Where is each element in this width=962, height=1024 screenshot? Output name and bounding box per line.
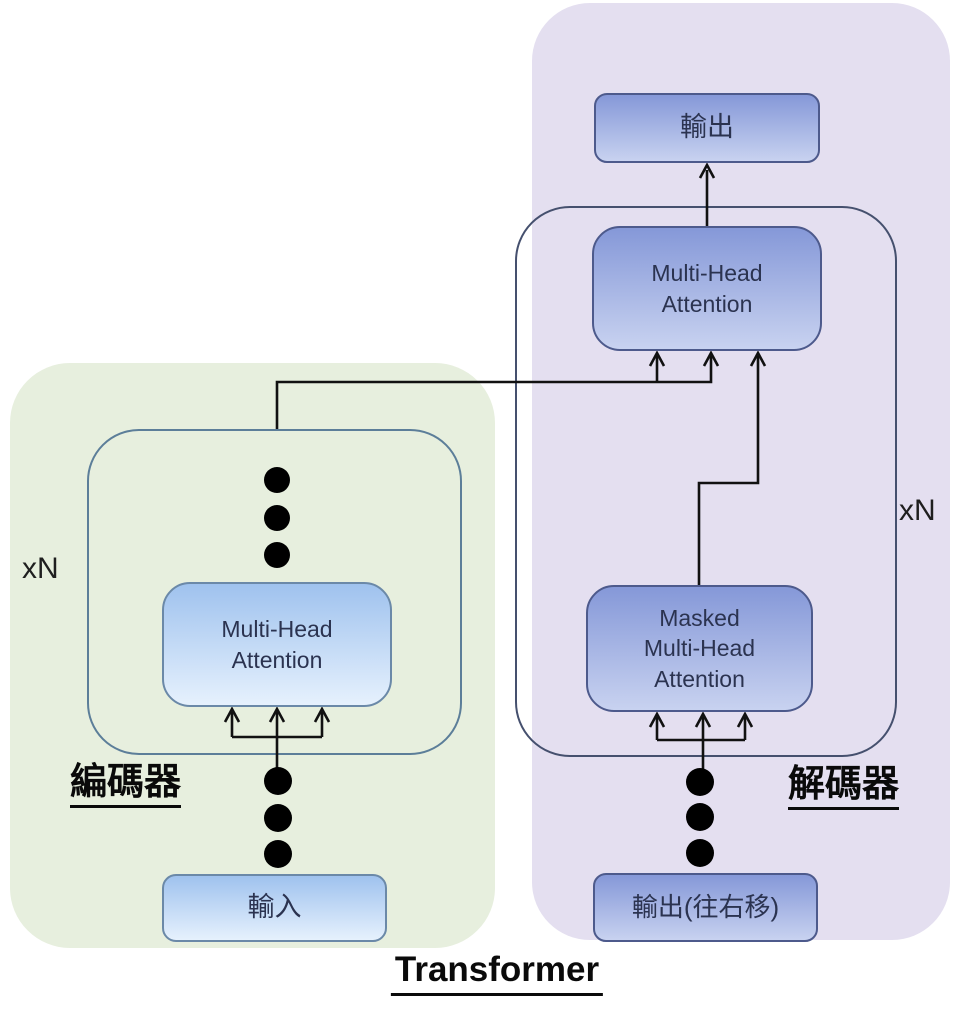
diagram-title: Transformer xyxy=(390,950,604,996)
encoder-mha-line1: Multi-Head xyxy=(221,616,333,643)
decoder-label: 解碼器 xyxy=(788,763,899,810)
encoder-multi-head-attention-box: Multi-Head Attention xyxy=(162,582,392,707)
shifted-output-box: 輸出(往右移) xyxy=(593,873,818,942)
encoder-repeat-label: xN xyxy=(22,552,59,585)
encoder-mha-line2: Attention xyxy=(231,646,323,673)
output-box-label: 輸出 xyxy=(680,112,734,143)
decoder-mha-line1: Multi-Head xyxy=(651,260,763,287)
input-box: 輸入 xyxy=(162,874,387,942)
input-box-label: 輸入 xyxy=(247,892,302,923)
shifted-output-box-label: 輸出(往右移) xyxy=(631,892,780,923)
encoder-block-outline xyxy=(87,429,462,755)
masked-mha-line3: Attention xyxy=(654,665,745,692)
decoder-mha-line2: Attention xyxy=(661,290,753,317)
masked-multi-head-attention-box: Masked Multi-Head Attention xyxy=(586,585,813,712)
output-box: 輸出 xyxy=(594,93,820,163)
decoder-repeat-label: xN xyxy=(899,494,936,527)
encoder-label: 編碼器 xyxy=(70,761,181,808)
masked-mha-line1: Masked xyxy=(659,604,740,631)
masked-mha-line2: Multi-Head xyxy=(643,635,756,662)
decoder-multi-head-attention-box: Multi-Head Attention xyxy=(592,226,822,351)
